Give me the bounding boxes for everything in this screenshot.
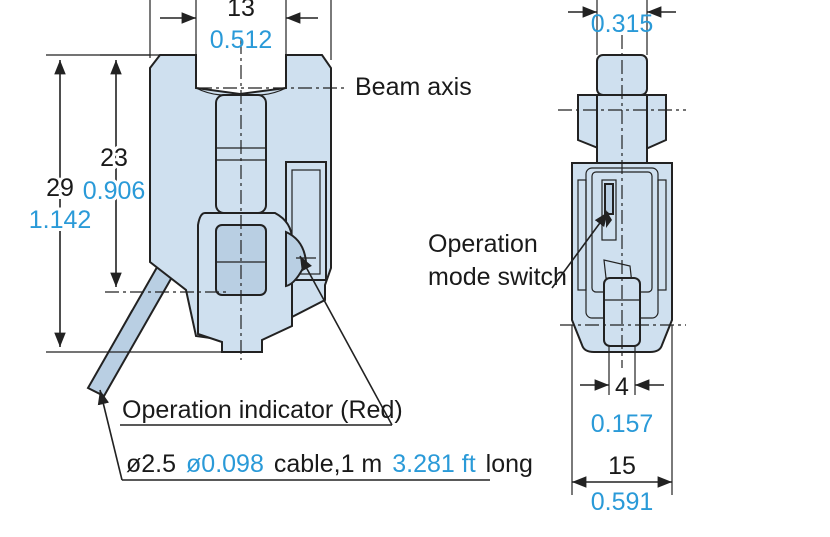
cable-dia-inch: ø0.098	[186, 450, 264, 478]
dim-29-inch: 1.142	[29, 206, 92, 234]
dimension-4: 4 0.157	[580, 345, 664, 438]
dim-13-inch: 0.512	[210, 26, 273, 54]
dimension-23: 23 0.906	[80, 54, 150, 287]
beam-axis-label: Beam axis	[355, 73, 472, 101]
dim-side-width-inch: 0.591	[591, 488, 654, 516]
dim-23-inch: 0.906	[83, 177, 146, 205]
side-housing	[571, 162, 673, 353]
dimension-29: 29 1.142	[26, 54, 225, 353]
operation-indicator-label: Operation indicator (Red)	[122, 396, 403, 424]
dim-side-width-mm: 15	[608, 452, 636, 480]
indicator-callout: Operation indicator (Red)	[120, 255, 403, 426]
dim-29-mm: 29	[46, 174, 74, 202]
cable-dia-mm: ø2.5	[126, 450, 176, 478]
beam-axis-callout: Beam axis	[355, 73, 472, 101]
dimension-13: 13 0.512	[149, 0, 332, 60]
mode-switch-label-1: Operation	[428, 230, 538, 258]
cable-shape	[86, 260, 178, 398]
cable-length-text: cable,1 m	[274, 450, 382, 478]
dimension-0315: 0.315	[568, 0, 676, 55]
side-view	[558, 35, 686, 368]
mode-switch-callout: Operation mode switch	[428, 211, 609, 291]
cable-length-ft: 3.281 ft	[392, 450, 475, 478]
dim-13-mm: 13	[227, 0, 255, 22]
cable-long-text: long	[486, 450, 533, 478]
mode-switch-label-2: mode switch	[428, 263, 567, 291]
front-view	[86, 40, 345, 398]
cable-spec-label: ø2.5 ø0.098 cable,1 m 3.281 ft long	[126, 450, 533, 478]
dim-side-switch-mm: 4	[615, 373, 629, 401]
dim-side-switch-inch: 0.157	[591, 410, 654, 438]
dimension-15: 15 0.591	[571, 325, 673, 516]
dim-side-top-inch: 0.315	[591, 10, 654, 38]
dim-23-mm: 23	[100, 144, 128, 172]
cable-callout: ø2.5 ø0.098 cable,1 m 3.281 ft long	[97, 389, 533, 481]
